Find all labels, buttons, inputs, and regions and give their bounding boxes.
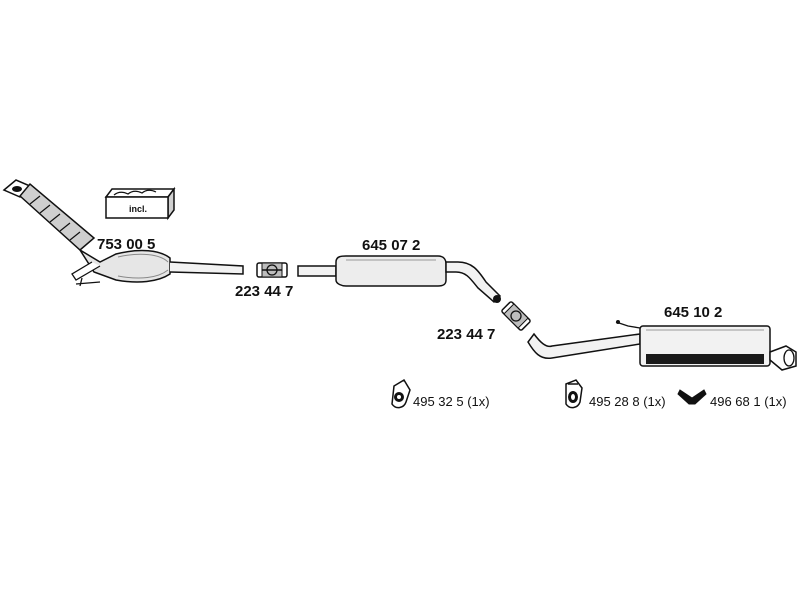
kit-label: incl. [129,204,147,214]
y-bracket-icon [677,389,707,405]
rubber-mount-icon [391,378,411,409]
front-muffler[interactable] [297,255,502,304]
rear-muffler[interactable] [527,320,797,371]
part-number-753005: 753 00 5 [97,236,155,253]
accessory-label-495325: 495 32 5 (1x) [413,394,490,409]
part-number-645102: 645 10 2 [664,304,722,321]
part-number-223447-front: 223 44 7 [235,283,293,300]
accessory-label-496681: 496 68 1 (1x) [710,394,787,409]
connector-clamp-rear[interactable] [501,301,531,331]
part-number-223447-rear: 223 44 7 [437,326,495,343]
part-number-645072: 645 07 2 [362,237,420,254]
mounting-kit-box: incl. [104,186,176,221]
rubber-hanger-icon [565,379,583,409]
accessory-label-495288: 495 28 8 (1x) [589,394,666,409]
catalytic-converter[interactable] [2,179,244,287]
connector-clamp-front[interactable] [256,262,288,278]
